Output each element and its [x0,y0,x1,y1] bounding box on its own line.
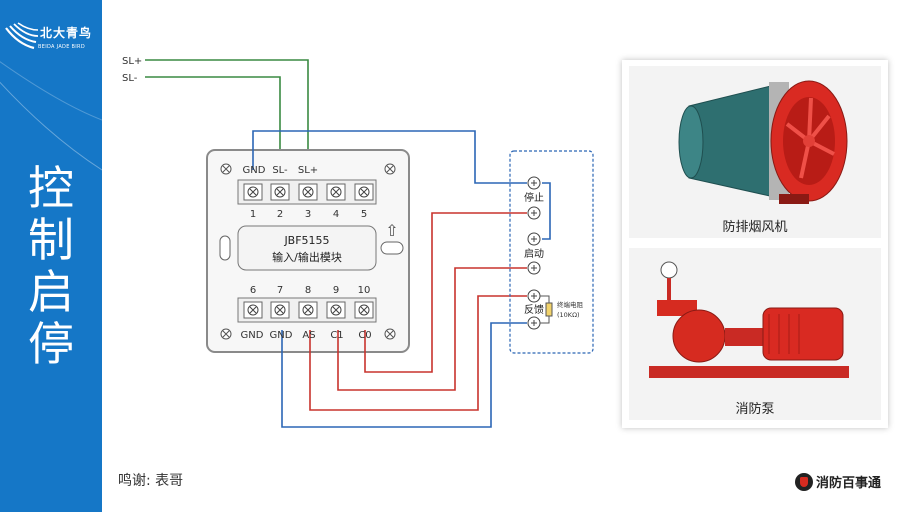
screw-icon [384,163,396,175]
terminal-screw-icon [270,183,290,201]
terminal-screw-icon [243,301,263,319]
terminal-number: 8 [305,285,311,296]
panel-terminal-icon [527,261,541,275]
terminal-number: 2 [277,209,283,220]
title-char: 停 [28,317,74,371]
button-slot [380,241,404,255]
logo-text-en: BEIDA JADE BIRD [38,44,85,50]
terminal-number: 4 [333,209,339,220]
terminal-screw-icon [326,183,346,201]
terminal-number: 9 [333,285,339,296]
bus-label-slplus: SL+ [122,56,142,67]
fire-brand-icon [795,472,813,491]
screw-icon [220,163,232,175]
panel-label-start: 启动 [524,247,544,260]
resistor-value: (10KΩ) [557,311,580,319]
wire-c0 [364,212,527,373]
up-arrow-icon: ⇧ [385,221,398,240]
wire-slplus [145,59,309,170]
panel-label-feedback: 反馈 [524,303,544,316]
terminal-screw-icon [243,183,263,201]
terminal-label: GND [243,165,266,176]
title-char: 制 [28,213,74,267]
screw-icon [384,328,396,340]
panel-terminal-icon [527,316,541,330]
wire-gnd-feedback [281,322,527,428]
terminal-screw-icon [298,301,318,319]
wire-c1 [337,267,527,391]
terminal-number: 5 [361,209,367,220]
led-slot [219,235,231,261]
footer-brand-text: 消防百事通 [816,476,882,491]
sidebar-decor-lines [0,61,102,171]
terminal-label: SL- [272,165,288,176]
module-model: JBF5155 [283,234,329,247]
terminal-screw-icon [326,301,346,319]
terminal-number: 10 [358,285,371,296]
footer-brand: 消防百事通 [795,472,881,491]
sidebar: 北大青鸟 BEIDA JADE BIRD 控 制 启 停 [0,0,102,512]
panel-terminal-icon [527,176,541,190]
smoke-exhaust-fan-photo: 防排烟风机 [629,66,881,238]
fire-pump-photo: 消防泵 [629,248,881,420]
terminal-number: 3 [305,209,311,220]
terminal-screw-icon [298,183,318,201]
terminal-screw-icon [354,301,374,319]
terminal-label: GND [241,330,264,341]
jade-bird-logo-icon [5,22,39,50]
terminal-number: 7 [277,285,283,296]
bus-label-slminus: SL- [122,73,138,84]
panel-terminal-icon [527,232,541,246]
wire-stop-start-jumper [542,182,551,240]
terminal-label: C0 [358,330,371,341]
resistor-label: 终端电阻 [557,300,584,309]
control-cabinet-box [509,150,594,354]
fire-pump-icon [649,261,849,378]
terminal-label: C1 [330,330,343,341]
resistor-icon [545,302,553,317]
title-char: 启 [28,265,74,319]
terminal-number: 6 [250,285,256,296]
axial-fan-icon [678,80,848,204]
terminal-label: SL+ [298,165,318,176]
title-char: 控 [28,161,74,215]
terminal-screw-icon [354,183,374,201]
module-name: 输入/输出模块 [272,250,342,264]
credit-text: 鸣谢: 表哥 [118,473,184,489]
logo-text-cn: 北大青鸟 [40,26,93,40]
wire-gnd-stop [252,130,527,184]
screw-icon [220,328,232,340]
panel-terminal-icon [527,289,541,303]
panel-label-stop: 停止 [524,191,544,204]
panel-terminal-icon [527,206,541,220]
wire-as [309,295,527,411]
terminal-label: AS [302,330,315,341]
terminal-number: 1 [250,209,256,220]
fan-label: 防排烟风机 [722,220,788,235]
module-label-box [237,225,377,271]
terminal-screw-icon [270,301,290,319]
terminal-label: GND [270,330,293,341]
pump-label: 消防泵 [735,402,775,417]
page-title: 控 制 启 停 [0,162,102,370]
wire-slminus [145,76,281,170]
